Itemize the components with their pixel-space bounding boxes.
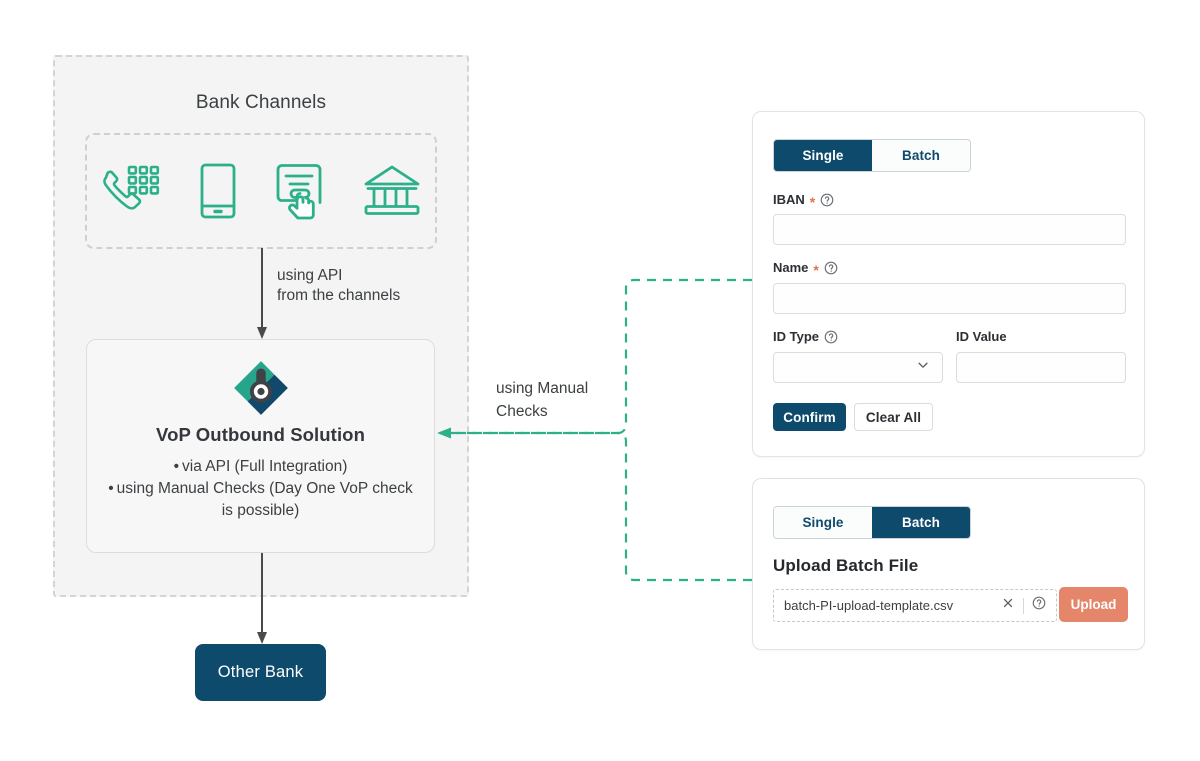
vop-bullet-text: via API (Full Integration) xyxy=(182,458,348,475)
manual-label-line-1: using Manual xyxy=(496,380,589,397)
id-value-label: ID Value xyxy=(956,329,1007,344)
tab-single-label: Single xyxy=(802,148,844,163)
online-banking-click-icon xyxy=(274,160,336,222)
arrow-vop-to-other-bank xyxy=(252,553,272,645)
iban-label: IBAN * xyxy=(773,192,834,210)
id-type-select[interactable] xyxy=(773,352,943,383)
bullet-marker-icon: • xyxy=(173,458,179,475)
iban-input[interactable] xyxy=(773,214,1126,245)
iban-help-icon[interactable] xyxy=(820,193,834,207)
manual-checks-label: using Manual Checks xyxy=(496,377,588,423)
phone-keypad-icon xyxy=(100,160,162,222)
single-panel-mode-tabs[interactable]: Single Batch xyxy=(773,139,971,172)
confirm-button[interactable]: Confirm xyxy=(773,403,846,431)
single-check-panel: Single Batch IBAN * Name * xyxy=(752,111,1145,457)
vop-bullet-item: •via API (Full Integration) xyxy=(101,456,420,478)
manual-label-line-2: Checks xyxy=(496,403,548,420)
field-divider xyxy=(1023,597,1024,614)
vop-outbound-solution-card: VoP Outbound Solution •via API (Full Int… xyxy=(86,339,435,553)
arrow-channels-to-vop xyxy=(252,248,272,340)
chevron-down-icon xyxy=(916,358,930,377)
tab-batch[interactable]: Batch xyxy=(872,140,970,171)
batch-file-help-icon[interactable] xyxy=(1032,596,1046,615)
upload-batch-file-heading: Upload Batch File xyxy=(773,556,919,575)
manual-checks-connector xyxy=(420,270,765,590)
channel-icons-group xyxy=(85,133,437,249)
api-connector-label: using API from the channels xyxy=(277,266,400,305)
bank-channels-title: Bank Channels xyxy=(195,92,327,113)
vop-bullet-text: using Manual Checks (Day One VoP check i… xyxy=(116,480,413,519)
bank-branch-icon xyxy=(361,160,423,222)
api-label-line-2: from the channels xyxy=(277,286,401,304)
tab-single-label: Single xyxy=(802,515,844,530)
vop-brand-logo xyxy=(233,360,289,416)
name-required-marker: * xyxy=(813,261,819,278)
name-help-icon[interactable] xyxy=(824,261,838,275)
vop-bullet-list: •via API (Full Integration) •using Manua… xyxy=(101,456,420,522)
id-type-label: ID Type xyxy=(773,329,838,344)
mobile-phone-icon xyxy=(187,160,249,222)
tab-single[interactable]: Single xyxy=(774,140,872,171)
tab-batch-label: Batch xyxy=(901,148,940,163)
name-label-text: Name xyxy=(773,260,809,275)
id-type-help-icon[interactable] xyxy=(824,330,838,344)
bank-channels-diagram: Bank Channels xyxy=(53,55,752,701)
clear-file-icon[interactable] xyxy=(1001,596,1015,615)
other-bank-node: Other Bank xyxy=(195,644,326,701)
iban-required-marker: * xyxy=(809,193,816,210)
clear-all-button[interactable]: Clear All xyxy=(854,403,933,431)
batch-file-field[interactable]: batch-PI-upload-template.csv xyxy=(773,589,1057,622)
iban-label-text: IBAN xyxy=(773,192,805,207)
api-label-line-1: using API xyxy=(277,267,343,284)
id-value-input[interactable] xyxy=(956,352,1126,383)
vop-bullet-item: •using Manual Checks (Day One VoP check … xyxy=(101,478,420,522)
batch-panel-mode-tabs[interactable]: Single Batch xyxy=(773,506,971,539)
other-bank-label: Other Bank xyxy=(217,663,304,681)
id-type-label-text: ID Type xyxy=(773,329,819,344)
upload-button-label: Upload xyxy=(1070,597,1117,612)
tab-batch-label: Batch xyxy=(901,515,940,530)
tab-single[interactable]: Single xyxy=(774,507,872,538)
name-label: Name * xyxy=(773,260,838,278)
tab-batch[interactable]: Batch xyxy=(872,507,970,538)
confirm-button-label: Confirm xyxy=(783,409,836,425)
id-value-label-text: ID Value xyxy=(956,329,1007,344)
bullet-marker-icon: • xyxy=(108,480,114,497)
batch-file-name: batch-PI-upload-template.csv xyxy=(784,598,954,613)
vop-title: VoP Outbound Solution xyxy=(156,424,365,445)
clear-all-button-label: Clear All xyxy=(865,409,922,425)
name-input[interactable] xyxy=(773,283,1126,314)
upload-button[interactable]: Upload xyxy=(1059,587,1128,622)
batch-upload-panel: Single Batch Upload Batch File batch-PI-… xyxy=(752,478,1145,650)
